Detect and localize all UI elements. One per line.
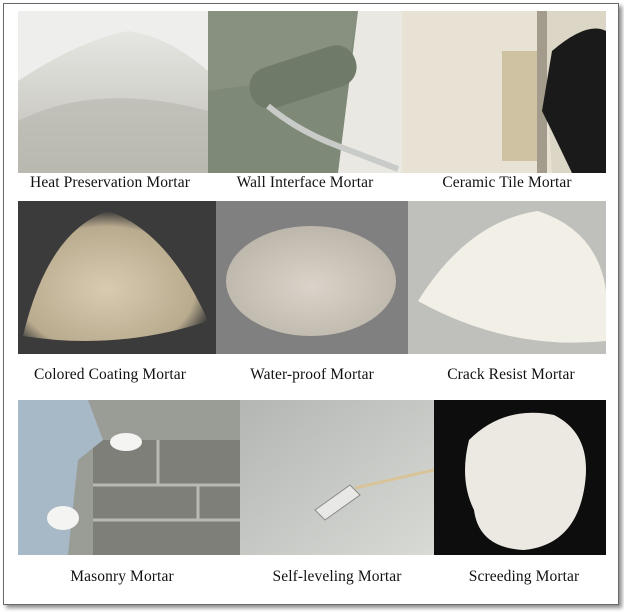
caption: Ceramic Tile Mortar [442, 174, 572, 191]
caption: Self-leveling Mortar [272, 568, 402, 585]
caption: Screeding Mortar [468, 568, 580, 585]
heat-preservation-mortar-photo [18, 11, 208, 173]
image-collage-frame: Heat Preservation Mortar Wall Interface … [3, 3, 619, 605]
colored-coating-mortar-photo [18, 201, 216, 354]
water-proof-mortar-photo [216, 201, 408, 354]
masonry-mortar-photo [18, 400, 240, 555]
caption: Masonry Mortar [70, 568, 174, 585]
wall-interface-mortar-photo [208, 11, 402, 173]
caption: Water-proof Mortar [250, 366, 374, 383]
self-leveling-mortar-photo [240, 400, 434, 555]
caption: Crack Resist Mortar [447, 366, 575, 383]
ceramic-tile-mortar-photo [402, 11, 606, 173]
crack-resist-mortar-photo [408, 201, 606, 354]
caption: Heat Preservation Mortar [30, 174, 190, 191]
caption: Colored Coating Mortar [33, 366, 186, 383]
caption: Wall Interface Mortar [236, 174, 374, 191]
screeding-mortar-photo [434, 400, 606, 555]
